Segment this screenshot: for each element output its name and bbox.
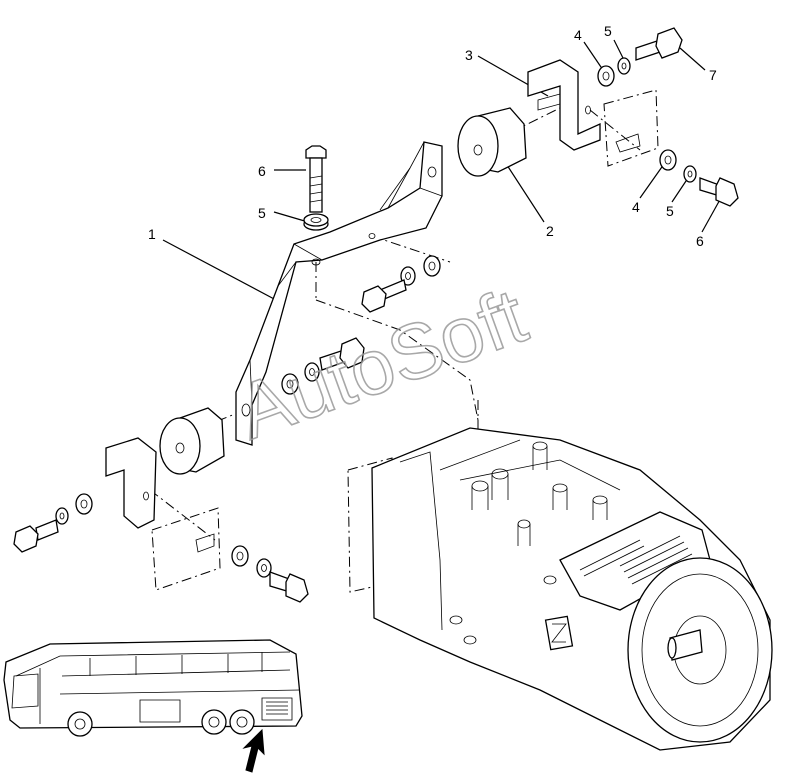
bolt-lower-right bbox=[269, 571, 309, 603]
callout-1: 1 bbox=[148, 226, 156, 242]
dashed-frame-plate-lower bbox=[151, 507, 221, 591]
rubber-mount-lower bbox=[159, 407, 225, 475]
bolt-vertical bbox=[305, 145, 327, 213]
callout-6-left: 6 bbox=[258, 163, 266, 179]
bolt-upper bbox=[361, 279, 407, 313]
bolt-lower-left bbox=[13, 519, 59, 553]
bracket-part-1 bbox=[235, 141, 443, 446]
dashed-frame-plate-right bbox=[603, 89, 659, 167]
callout-7: 7 bbox=[709, 67, 717, 83]
washers-middle-bolt bbox=[281, 362, 320, 395]
washers-top-right bbox=[597, 57, 631, 87]
angle-plate-lower bbox=[105, 437, 157, 529]
callout-labels: 1 2 3 4 5 7 4 5 6 6 5 bbox=[148, 23, 717, 249]
washers-lower-left bbox=[55, 493, 93, 525]
callout-6-right: 6 bbox=[696, 233, 704, 249]
callout-5-left: 5 bbox=[258, 205, 266, 221]
leader-lines bbox=[162, 39, 723, 301]
callout-2: 2 bbox=[546, 223, 554, 239]
washers-right bbox=[659, 149, 697, 183]
washers-lower-right bbox=[231, 545, 272, 578]
callout-3: 3 bbox=[465, 47, 473, 63]
washer-under-vertical-bolt bbox=[303, 213, 329, 231]
bolt-top-right bbox=[635, 27, 683, 61]
bus-locator-icon bbox=[3, 639, 303, 773]
washers-upper-bolt bbox=[400, 255, 441, 286]
callout-4-right: 4 bbox=[632, 199, 640, 215]
callout-5-top: 5 bbox=[604, 23, 612, 39]
callout-4-top: 4 bbox=[574, 27, 582, 43]
rubber-mount-upper bbox=[457, 107, 527, 177]
bolt-right bbox=[699, 177, 739, 207]
bolt-middle bbox=[319, 337, 365, 371]
angle-plate-part-3 bbox=[527, 59, 601, 151]
gearbox-assembly bbox=[347, 400, 773, 751]
callout-5-right: 5 bbox=[666, 203, 674, 219]
arrow-indicator-icon bbox=[242, 728, 265, 773]
